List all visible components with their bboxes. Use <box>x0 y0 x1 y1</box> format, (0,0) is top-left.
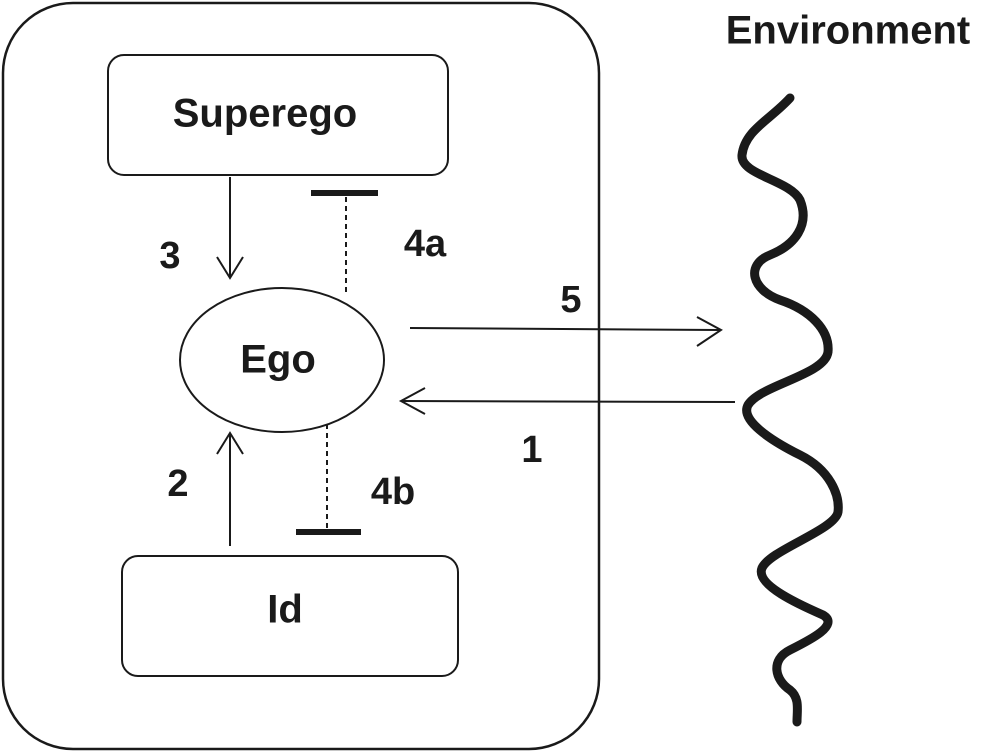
environment-boundary <box>737 93 843 727</box>
inhibition-4a <box>311 190 378 292</box>
arrow-5-label: 5 <box>560 279 581 321</box>
arrow-1 <box>398 387 736 415</box>
id-label: Id <box>267 588 303 632</box>
arrow-3 <box>216 177 244 280</box>
arrow-5 <box>409 316 723 347</box>
superego-box <box>107 54 449 176</box>
superego-node: Superego <box>107 54 449 176</box>
ego-label: Ego <box>240 338 316 382</box>
arrow-1-label: 1 <box>521 429 542 471</box>
superego-label: Superego <box>173 92 357 136</box>
arrow-2-label: 2 <box>167 463 188 505</box>
inhibition-4a-label: 4a <box>404 223 447 265</box>
ego-ellipse <box>179 287 385 433</box>
psyche-container <box>1 1 601 751</box>
id-node: Id <box>121 555 459 677</box>
ego-node: Ego <box>179 287 385 433</box>
inhibition-4b-label: 4b <box>371 471 415 513</box>
arrow-3-label: 3 <box>159 235 180 277</box>
inhibition-4b <box>296 424 361 535</box>
id-box <box>121 555 459 677</box>
environment-label: Environment <box>726 9 970 53</box>
arrow-2 <box>216 431 244 546</box>
